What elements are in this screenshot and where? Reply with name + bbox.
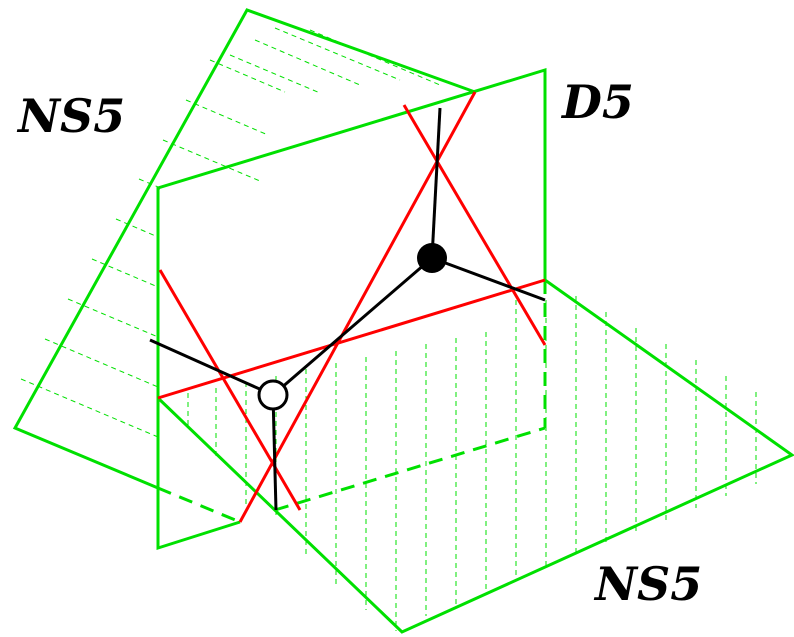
web-line-left [149, 338, 274, 397]
web-line-right [431, 256, 546, 302]
web-lines [149, 107, 546, 511]
web-line-center [272, 256, 433, 397]
label-ns5-bottom: NS5 [593, 557, 702, 611]
intersection-line-right [402, 104, 547, 346]
label-d5: D5 [560, 75, 634, 129]
ns5-bottom-outline [156, 278, 794, 634]
ns5-bottom-hidden-edge [274, 426, 546, 512]
ns5-left-plane [12, 8, 476, 524]
web-line-top [430, 107, 442, 259]
label-ns5-left: NS5 [16, 89, 125, 143]
filled-node [417, 243, 447, 273]
ns5-left-outline [12, 8, 476, 490]
intersection-line-horizontal [157, 278, 546, 400]
ns5-left-hatching [20, 27, 441, 438]
ns5-left-hidden-edge [157, 486, 241, 524]
web-line-bottom [271, 394, 278, 511]
open-node [257, 379, 289, 411]
d5-plane-outline [156, 67, 547, 551]
intersection-lines [157, 91, 547, 523]
intersection-line-steep-left [158, 269, 302, 511]
